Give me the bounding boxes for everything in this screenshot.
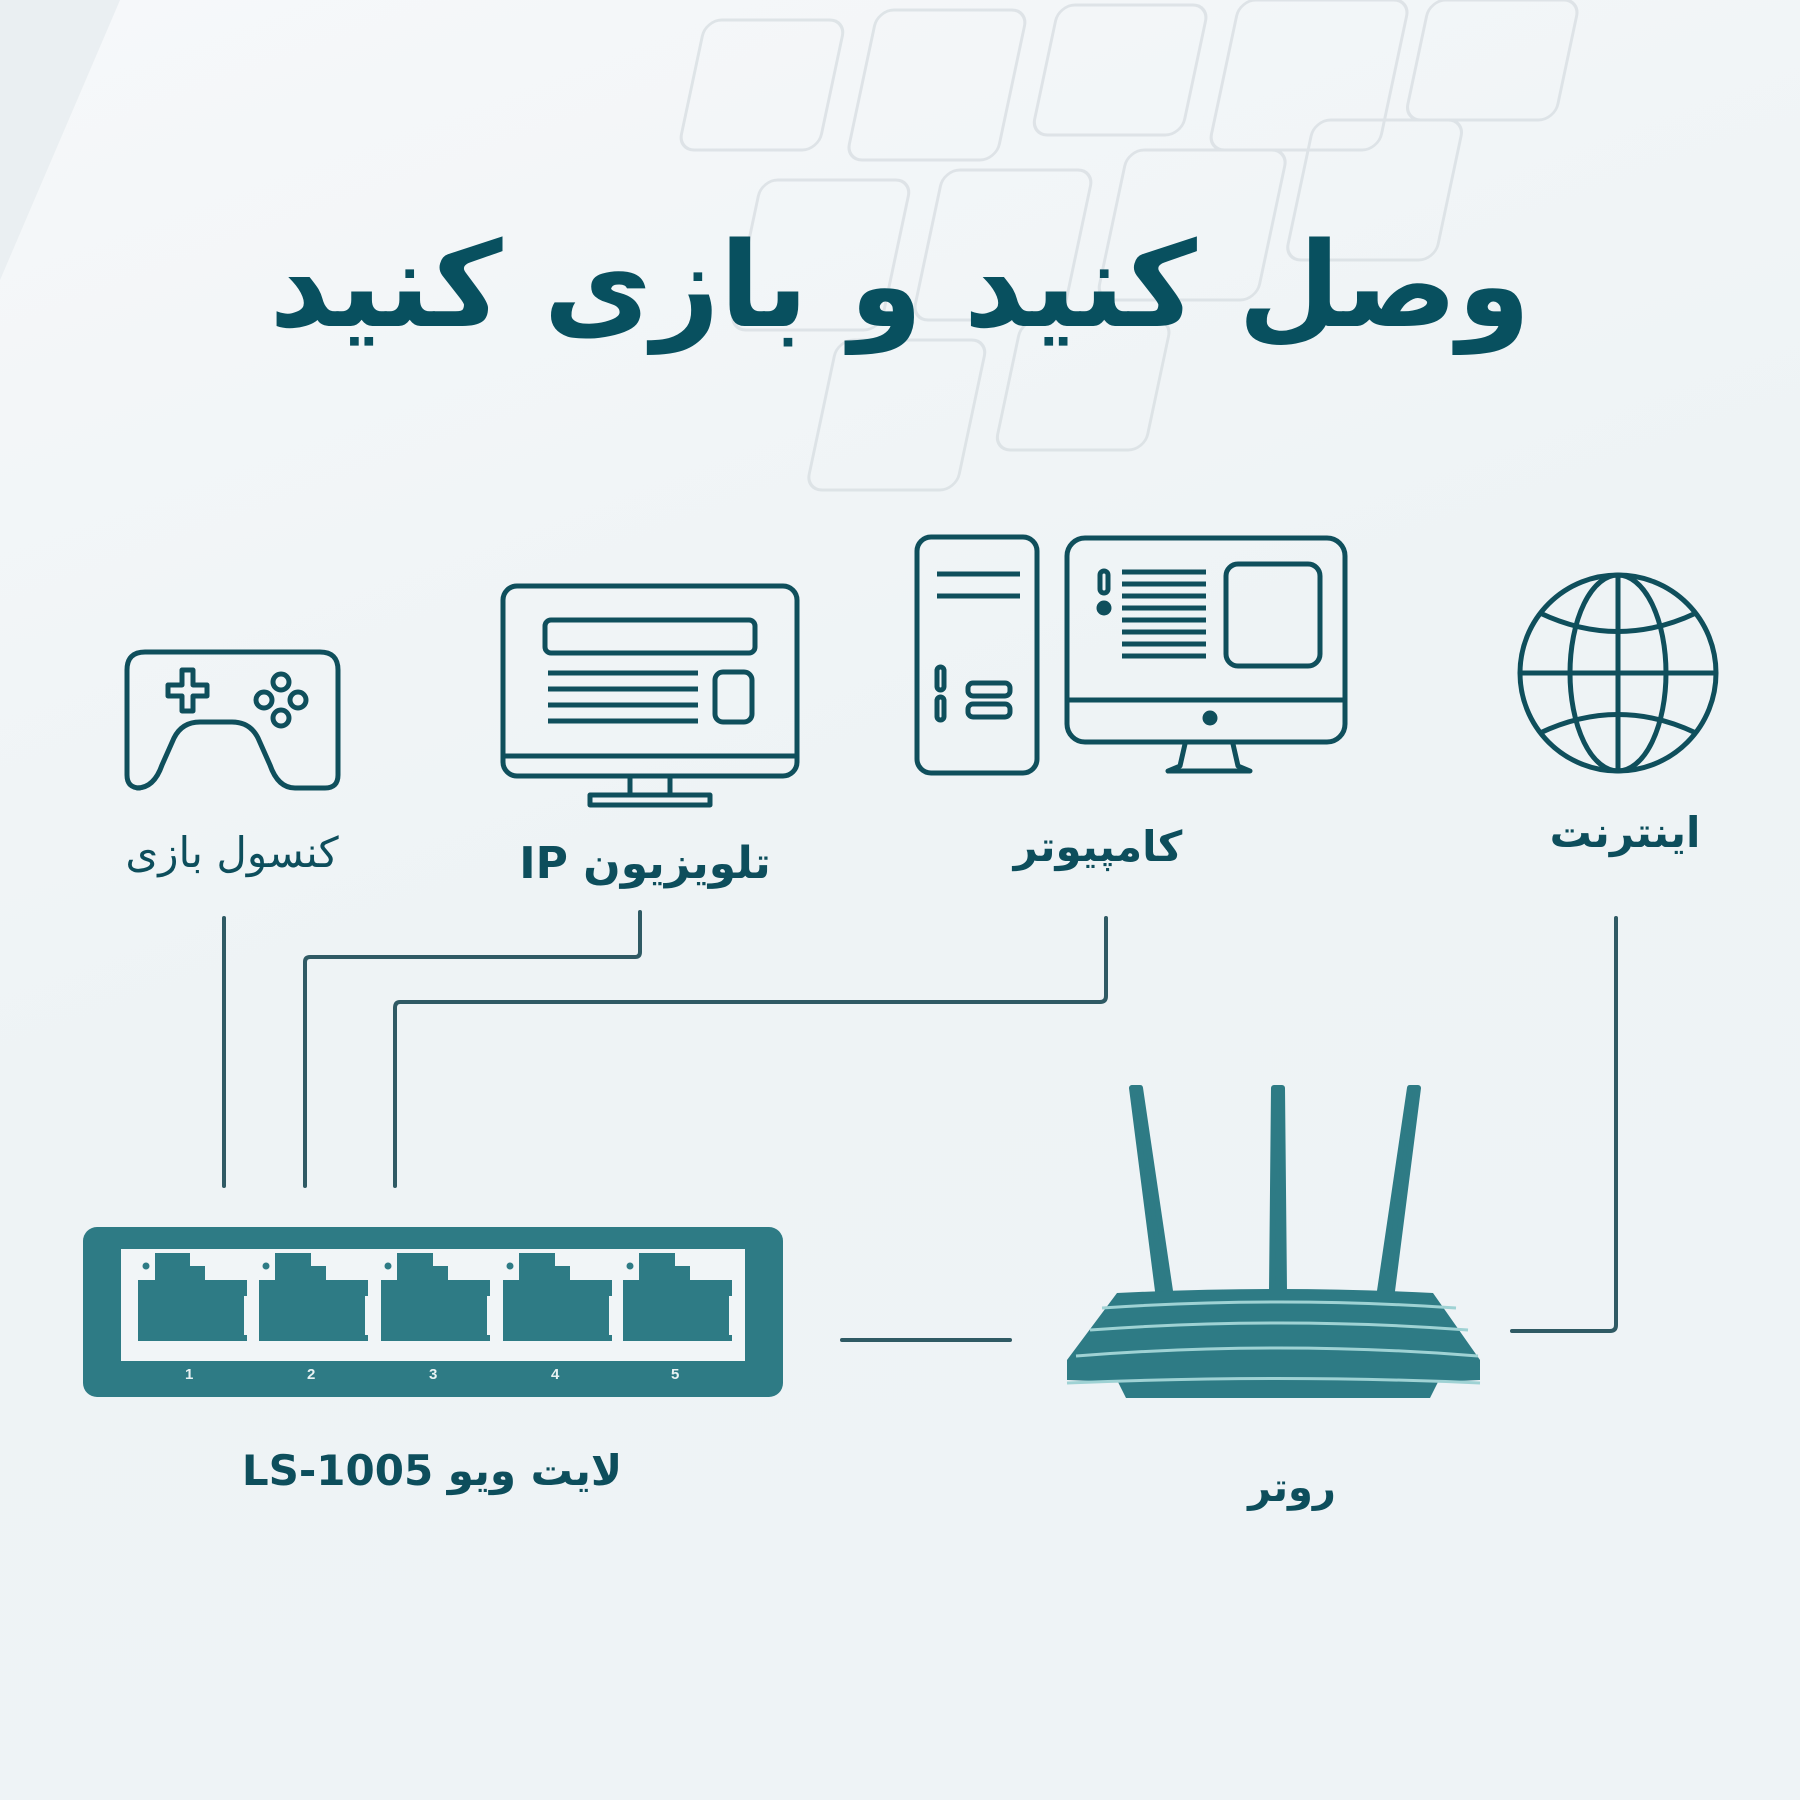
desktop-computer-icon xyxy=(914,534,1348,776)
connection-lines xyxy=(222,910,1618,1342)
port-number: 2 xyxy=(307,1366,316,1383)
port-number: 3 xyxy=(429,1366,438,1383)
page-title: وصل کنید و بازی کنید xyxy=(269,216,1532,354)
line-pc-switch xyxy=(393,916,1108,1188)
network-switch-icon xyxy=(83,1227,783,1397)
globe-icon xyxy=(1517,572,1719,774)
switch-port-3 xyxy=(381,1253,490,1341)
router-label: روتر xyxy=(1248,1465,1336,1511)
internet-label: اینترنت xyxy=(1549,808,1701,857)
port-number: 5 xyxy=(671,1366,680,1383)
line-tv-switch xyxy=(303,910,642,1188)
port-number: 1 xyxy=(185,1366,194,1383)
ip-tv-label: تلویزیون IP xyxy=(519,838,771,889)
switch-port-4 xyxy=(503,1253,612,1341)
switch-port-5 xyxy=(623,1253,732,1341)
tv-monitor-icon xyxy=(500,583,800,808)
line-router-internet xyxy=(1510,916,1618,1333)
keyboard-background xyxy=(0,0,1579,492)
switch-port-labels: 1 2 3 4 5 xyxy=(0,1366,800,1390)
port-led-indicators xyxy=(142,1262,634,1270)
switch-port-2 xyxy=(259,1253,368,1341)
switch-ports xyxy=(138,1253,732,1341)
switch-port-1 xyxy=(138,1253,247,1341)
wifi-router-icon xyxy=(1066,1085,1481,1398)
port-number: 4 xyxy=(551,1366,560,1383)
game-console-label: کنسول بازی xyxy=(125,828,339,877)
switch-label: لایت ویو LS-1005 xyxy=(241,1446,623,1495)
computer-label: کامپیوتر xyxy=(1013,822,1183,871)
gamepad-icon xyxy=(124,649,341,791)
